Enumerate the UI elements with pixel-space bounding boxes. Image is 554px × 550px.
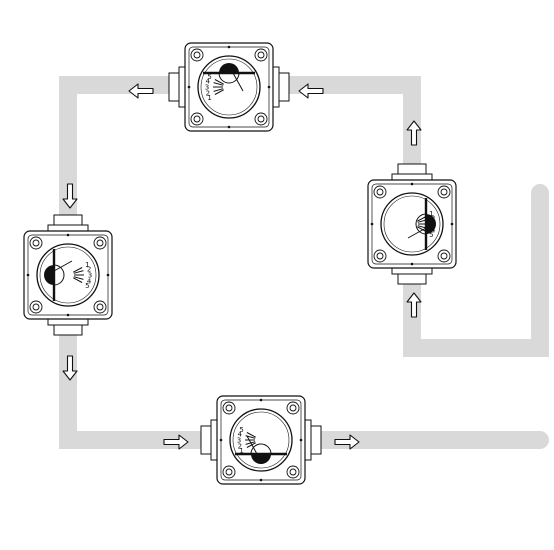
flow-meter-left-tick-4: [73, 276, 84, 280]
flow-meter-left-scale-label-3: 3: [88, 272, 92, 280]
flow-arrow-top-out: [128, 83, 154, 99]
flow-meter-left-scale-label-1: 1: [85, 261, 89, 269]
flow-arrow-left-out: [62, 355, 78, 381]
arrow-icon: [298, 83, 324, 99]
arrow-icon: [406, 292, 422, 318]
flow-meter-right-scale-label-4: 2: [431, 214, 435, 222]
flow-meter-left-body: [23, 214, 113, 336]
flow-arrow-bottom-in: [163, 434, 189, 450]
flow-meter-top-tick-4: [213, 88, 224, 92]
flow-meter-top-tick-1: [214, 79, 224, 85]
flow-meter-top-tick-2: [213, 82, 224, 86]
flow-meter-top-scale-label-3: 3: [205, 84, 209, 92]
flow-meter-right-tick-4: [417, 219, 428, 223]
flow-meter-right-scale-label-3: 3: [432, 221, 436, 229]
arrow-icon: [163, 434, 189, 450]
flow-meter-bottom-tick-2: [245, 441, 256, 445]
flow-meter-left-scale-label-5: 5: [85, 282, 89, 290]
flow-meter-right-tick-5: [417, 216, 427, 222]
flow-meter-top-tick-5: [214, 89, 224, 95]
flow-meter-bottom-tick-1: [246, 442, 256, 448]
pipe-loop: [59, 76, 549, 449]
flow-meter-left-scale-label-2: 2: [87, 265, 91, 273]
arrow-icon: [62, 355, 78, 381]
flow-meter-top-scale-label-5: 1: [207, 94, 211, 102]
flow-meter-bottom-scale-label-5: 5: [239, 426, 243, 434]
arrow-icon: [334, 434, 360, 450]
flow-meter-bottom-scale-label-3: 3: [237, 437, 241, 445]
flow-arrow-right-in: [406, 292, 422, 318]
flow-meter-left-tick-1: [73, 267, 83, 273]
arrow-icon: [406, 120, 422, 146]
flow-meter-bottom-scale-label-4: 4: [238, 430, 243, 438]
flow-meter-bottom-scale-label-2: 2: [238, 443, 242, 451]
arrow-icon: [128, 83, 154, 99]
flow-arrow-left-in: [62, 183, 78, 209]
flow-arrow-top-in: [298, 83, 324, 99]
flow-meter-right-tick-2: [417, 225, 428, 229]
pipe-network: [59, 76, 549, 449]
flow-meter-left-tick-2: [73, 270, 84, 274]
flow-meter-left-tick-5: [73, 277, 83, 283]
flow-meter-right-tick-1: [417, 226, 427, 232]
flow-meter-top-scale-label-4: 2: [206, 90, 210, 98]
flow-meter-bottom-tick-5: [246, 432, 256, 438]
flow-meter-left-scale-label-4: 4: [87, 278, 92, 286]
flow-meter-bottom-tick-4: [245, 435, 256, 439]
flow-meter-top-scale-label-2: 4: [206, 77, 211, 85]
flow-meter-right-scale-label-1: 5: [429, 231, 433, 239]
arrow-icon: [62, 183, 78, 209]
flow-meter-top-scale-label-1: 5: [207, 73, 211, 81]
flow-arrow-right-out: [406, 120, 422, 146]
flow-meter-right-scale-label-2: 4: [431, 227, 436, 235]
flow-meter-right-scale-label-5: 1: [429, 210, 433, 218]
flow-meter-top-body: [168, 42, 290, 132]
flow-meter-right-body: [367, 163, 457, 285]
flow-arrow-bottom-out: [334, 434, 360, 450]
flow-meter-bottom-body: [200, 395, 322, 485]
flow-meter-bottom-scale-label-1: 1: [239, 447, 243, 455]
